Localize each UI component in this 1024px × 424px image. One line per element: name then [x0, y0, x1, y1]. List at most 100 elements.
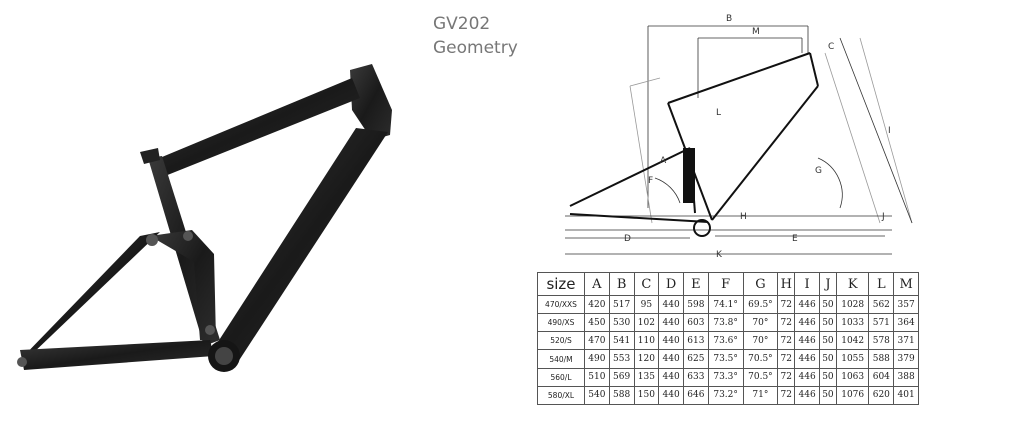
table-cell: 69.5° — [742, 294, 779, 315]
table-cell: 613 — [683, 331, 709, 351]
header-h: H — [777, 272, 796, 296]
table-cell: 72 — [777, 385, 796, 406]
table-cell: 73.3° — [707, 367, 744, 387]
diagram-label-i: I — [888, 126, 891, 136]
header-j: J — [818, 272, 837, 296]
table-cell: 70.5° — [742, 367, 779, 387]
header-c: C — [633, 272, 660, 296]
table-cell: 357 — [893, 294, 919, 315]
table-cell: 1042 — [835, 331, 870, 351]
table-cell: 569 — [608, 367, 635, 387]
table-cell: 388 — [893, 367, 919, 387]
diagram-label-k: K — [716, 250, 722, 260]
header-k: K — [835, 272, 870, 296]
size-cell: 580/XL — [537, 385, 585, 406]
table-cell: 71° — [742, 385, 779, 406]
table-row: 560/L 510 569 135 440 633 73.3° 70.5° 72… — [537, 367, 919, 387]
geometry-subtitle: Geometry — [433, 38, 518, 58]
table-cell: 50 — [818, 349, 837, 369]
table-cell: 553 — [608, 349, 635, 369]
table-cell: 72 — [777, 349, 796, 369]
table-cell: 420 — [584, 294, 610, 315]
table-cell: 1076 — [835, 385, 870, 406]
table-cell: 625 — [683, 349, 709, 369]
table-cell: 72 — [777, 367, 796, 387]
table-cell: 73.6° — [707, 331, 744, 351]
size-cell: 490/XS — [537, 313, 585, 333]
table-row: 490/XS 450 530 102 440 603 73.8° 70° 72 … — [537, 313, 919, 333]
title-block: GV202 Geometry — [433, 12, 518, 60]
table-cell: 440 — [658, 367, 684, 387]
size-cell: 470/XXS — [537, 294, 585, 315]
table-cell: 95 — [633, 294, 660, 315]
table-cell: 588 — [608, 385, 635, 406]
header-a: A — [584, 272, 610, 296]
table-cell: 571 — [868, 313, 895, 333]
table-cell: 530 — [608, 313, 635, 333]
table-cell: 604 — [868, 367, 895, 387]
diagram-label-j: J — [882, 212, 885, 222]
header-f: F — [707, 272, 744, 296]
geometry-table: size A B C D E F G H I J K L M 470/XXS 4… — [537, 272, 919, 406]
table-cell: 1055 — [835, 349, 870, 369]
table-cell: 440 — [658, 294, 684, 315]
frame-photo — [17, 64, 392, 372]
table-cell: 73.2° — [707, 385, 744, 406]
table-row: 470/XXS 420 517 95 440 598 74.1° 69.5° 7… — [537, 294, 919, 315]
table-cell: 1063 — [835, 367, 870, 387]
header-g: G — [742, 272, 779, 296]
table-cell: 50 — [818, 294, 837, 315]
table-cell: 50 — [818, 367, 837, 387]
table-cell: 371 — [893, 331, 919, 351]
diagram-label-f: F — [648, 176, 654, 186]
table-cell: 440 — [658, 385, 684, 406]
size-cell: 520/S — [537, 331, 585, 351]
table-cell: 72 — [777, 294, 796, 315]
diagram-label-d: D — [624, 234, 631, 244]
table-cell: 72 — [777, 313, 796, 333]
table-cell: 578 — [868, 331, 895, 351]
table-cell: 470 — [584, 331, 610, 351]
table-cell: 364 — [893, 313, 919, 333]
table-cell: 598 — [683, 294, 709, 315]
table-cell: 517 — [608, 294, 635, 315]
table-cell: 540 — [584, 385, 610, 406]
diagram-label-m: M — [752, 27, 760, 37]
table-cell: 1033 — [835, 313, 870, 333]
model-name: GV202 — [433, 14, 491, 34]
size-cell: 560/L — [537, 367, 585, 387]
table-cell: 401 — [893, 385, 919, 406]
diagram-label-c: C — [828, 42, 835, 52]
table-row: 520/S 470 541 110 440 613 73.6° 70° 72 4… — [537, 331, 919, 351]
size-cell: 540/M — [537, 349, 585, 369]
table-cell: 446 — [794, 385, 820, 406]
table-header-row: size A B C D E F G H I J K L M — [537, 272, 919, 296]
header-d: D — [658, 272, 684, 296]
table-cell: 603 — [683, 313, 709, 333]
table-cell: 541 — [608, 331, 635, 351]
diagram-label-b: B — [726, 14, 733, 24]
table-cell: 490 — [584, 349, 610, 369]
table-cell: 70° — [742, 313, 779, 333]
table-cell: 446 — [794, 349, 820, 369]
table-cell: 72 — [777, 331, 796, 351]
table-cell: 50 — [818, 331, 837, 351]
table-cell: 633 — [683, 367, 709, 387]
table-row: 580/XL 540 588 150 440 646 73.2° 71° 72 … — [537, 385, 919, 406]
header-m: M — [893, 272, 919, 296]
table-cell: 450 — [584, 313, 610, 333]
table-cell: 102 — [633, 313, 660, 333]
table-cell: 150 — [633, 385, 660, 406]
header-i: I — [794, 272, 820, 296]
header-b: B — [608, 272, 635, 296]
table-cell: 620 — [868, 385, 895, 406]
table-cell: 562 — [868, 294, 895, 315]
header-e: E — [683, 272, 709, 296]
table-cell: 446 — [794, 367, 820, 387]
header-size: size — [537, 272, 585, 296]
table-cell: 440 — [658, 349, 684, 369]
table-cell: 73.5° — [707, 349, 744, 369]
table-cell: 379 — [893, 349, 919, 369]
header-l: L — [868, 272, 895, 296]
table-cell: 440 — [658, 313, 684, 333]
